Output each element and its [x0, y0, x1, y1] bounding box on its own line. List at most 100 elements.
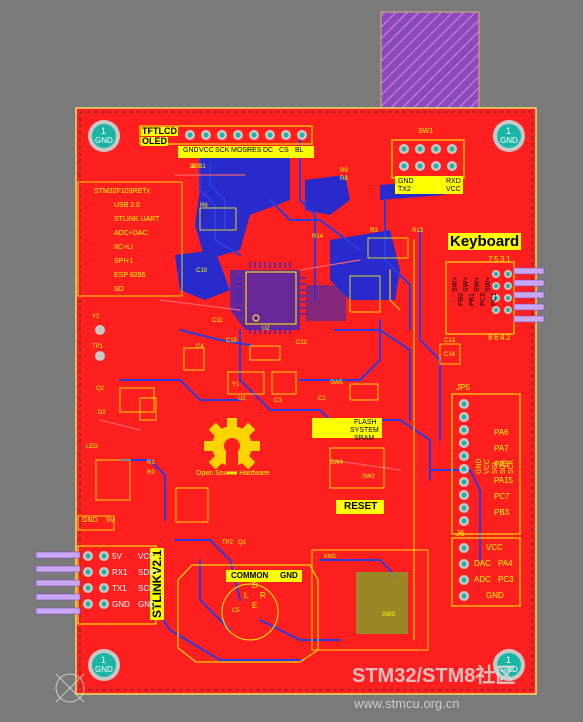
- jp5-pad: [459, 425, 469, 435]
- keyboard-col-label: PC1: [491, 292, 498, 306]
- mount-hole-net-4: GND: [500, 665, 518, 674]
- origin-marker: [55, 673, 85, 703]
- right-header-jp5: [451, 393, 521, 535]
- mcu-note-line: STLINK UART: [114, 216, 160, 223]
- lcd-pin-pad: [297, 130, 307, 140]
- ref-designator: R14: [312, 234, 324, 240]
- oshw-gear-logo: [204, 418, 260, 474]
- top-connector-pad: [431, 161, 441, 171]
- mount-hole-label-2: 1: [506, 126, 512, 136]
- watermark-line1: STM32/STM8社区: [352, 665, 516, 687]
- lcd-pin-label: BL: [295, 147, 304, 154]
- joystick-direction-label: D: [252, 581, 258, 590]
- top-connector-label: TX2: [398, 186, 411, 193]
- lcd-pin-pad: [265, 130, 275, 140]
- stlink-pad: [83, 583, 93, 593]
- stlink-sig-label: SCK: [138, 584, 155, 593]
- mount-hole-label-1: 1: [101, 126, 107, 136]
- keyboard-pad: [492, 270, 500, 278]
- jp5-vertical-label: VCC: [484, 459, 491, 474]
- keyboard-pin-number: 4: [500, 333, 505, 342]
- mount-hole-top-right: [493, 120, 525, 152]
- jp5-pad: [459, 451, 469, 461]
- keyboard-col-label: PC0: [480, 292, 487, 306]
- joystick-km1: [177, 564, 319, 663]
- lcd-pin-label: RES: [247, 147, 262, 154]
- stlink-sig-label: VCC: [138, 552, 155, 561]
- lcd-pin-label: SCK: [215, 147, 230, 154]
- ref-designator: R3: [370, 228, 378, 234]
- mcu-note-line: STM32F103RETx: [94, 188, 151, 195]
- jp5-pin-label: PA15: [494, 476, 513, 485]
- keyboard-title: Keyboard: [448, 233, 522, 250]
- lcd-title-line1: TFTLCD: [141, 126, 178, 136]
- ref-designator: R13: [412, 228, 424, 234]
- j6-pad: [459, 575, 469, 585]
- mcu-note-line: ADC+DAC: [114, 230, 148, 237]
- lcd-pin-pad: [233, 130, 243, 140]
- bottom-copper: [175, 150, 445, 330]
- jp5-pad: [459, 477, 469, 487]
- keyboard-pin-number: 5: [494, 255, 499, 264]
- keyboard-pin-label: SW+: [485, 276, 492, 292]
- lcd-pin-pad: [249, 130, 259, 140]
- stlink-pin-label: 5V: [112, 552, 122, 561]
- mount-hole-net-1: GND: [95, 136, 113, 145]
- jp5-vertical-label: SDA: [500, 459, 507, 474]
- ref-designator: Y1: [232, 382, 240, 388]
- keyboard-pin-label: SW+: [452, 276, 459, 292]
- ref-designator: C13: [444, 338, 456, 344]
- keyboard-pad: [504, 282, 512, 290]
- ref-designator: U1: [238, 396, 246, 402]
- mount-hole-top-left: [88, 120, 120, 152]
- lcd-pin-pad: [185, 130, 195, 140]
- mcu-notes-box: [77, 181, 183, 297]
- stlink-pin-label: GND: [112, 600, 130, 609]
- board-keepout-dashed: [79, 111, 533, 691]
- jp5-pad: [459, 503, 469, 513]
- keyboard-col-label: PB0: [458, 292, 465, 306]
- j6-pad: [459, 559, 469, 569]
- top-connector-pad: [447, 144, 457, 154]
- stlink-pin-label: RX1: [112, 568, 128, 577]
- mcu-u2: [236, 262, 346, 334]
- keyboard-pin-number: 2: [506, 333, 511, 342]
- jp5-pad: [459, 399, 469, 409]
- keyboard-pad: [504, 306, 512, 314]
- top-connector-pad: [415, 144, 425, 154]
- jp5-ref: JP5: [456, 383, 470, 392]
- ref-designator: SW2: [362, 474, 376, 480]
- keyboard-header: [445, 261, 545, 335]
- lcd-pin-label: GND: [183, 147, 199, 154]
- ref-designator: R1: [147, 460, 155, 466]
- mount-hole-label-4: 1: [506, 655, 512, 665]
- stlink-pad: [99, 567, 109, 577]
- ref-designator: C4: [196, 344, 204, 350]
- top-connector-label: GND: [398, 178, 414, 185]
- mcu-note-line: IIC+LI: [114, 244, 133, 251]
- lcd-pin-pad: [201, 130, 211, 140]
- reset-button-area: [312, 418, 385, 514]
- reset-label: RESET: [344, 501, 378, 512]
- ref-designator: USB1: [190, 164, 206, 170]
- lcd-header-j1: [139, 125, 314, 158]
- keyboard-pad: [492, 294, 500, 302]
- ref-designator: SW4: [330, 460, 344, 466]
- jp5-vertical-label: SCL: [492, 460, 499, 474]
- jp5-vertical-label: SCK: [508, 459, 515, 474]
- jp5-pin-label: PA7: [494, 444, 509, 453]
- keyboard-pin-label: SW+: [474, 276, 481, 292]
- top-connector-pad: [399, 144, 409, 154]
- keyboard-col-label: PB1: [469, 292, 476, 306]
- ref-designator: R8: [340, 176, 348, 182]
- ref-designator: C10: [196, 268, 208, 274]
- ref-designator: C14: [444, 352, 456, 358]
- stlink-sig-label: GND: [138, 600, 156, 609]
- lcd-pin-label: DC: [263, 147, 274, 154]
- stlink-pad: [83, 599, 93, 609]
- ref-designator: SW3: [382, 612, 396, 618]
- stlink-pin-label: TX1: [112, 584, 127, 593]
- keyboard-pin-number: 6: [494, 333, 499, 342]
- jp5-pin-label: PB3: [494, 508, 510, 517]
